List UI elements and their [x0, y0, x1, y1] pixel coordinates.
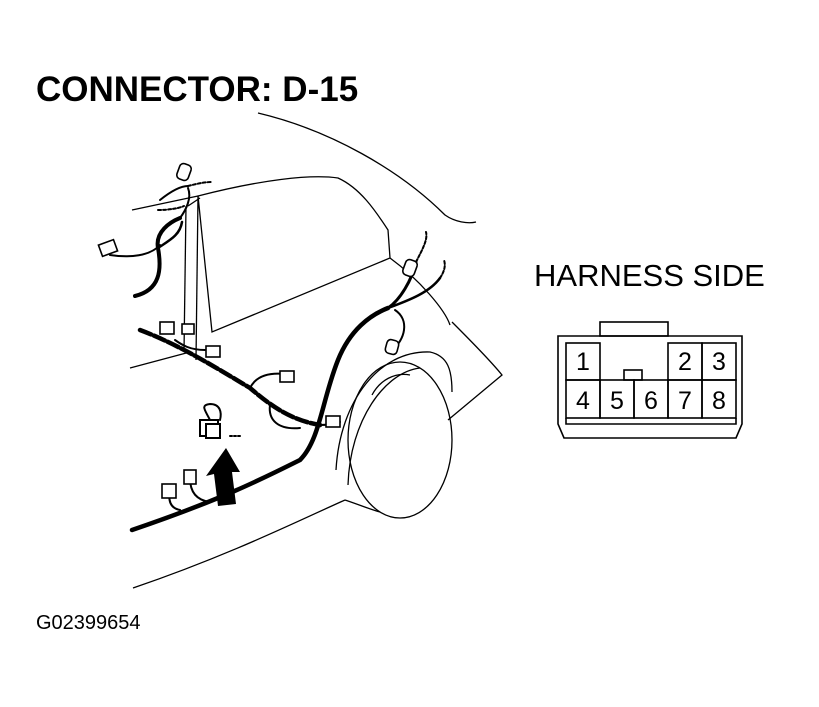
- wire-harness: [109, 181, 446, 533]
- pin-3: 3: [712, 348, 726, 376]
- pin-8: 8: [712, 387, 726, 415]
- connector-pins: 1 2 3 4 5 6 7 8: [576, 348, 726, 415]
- pin-7: 7: [678, 387, 692, 415]
- target-connector: [199, 419, 221, 439]
- connector-face: [557, 321, 743, 439]
- harness-connectors: [97, 162, 419, 499]
- pin-4: 4: [576, 387, 590, 415]
- pin-6: 6: [644, 387, 658, 415]
- harness-side-label: HARNESS SIDE: [534, 258, 765, 293]
- pin-2: 2: [678, 348, 692, 376]
- pin-1: 1: [576, 348, 590, 376]
- locator-arrow-icon: [206, 448, 240, 506]
- pin-5: 5: [610, 387, 624, 415]
- figure-id: G02399654: [36, 612, 141, 634]
- page-title: CONNECTOR: D-15: [36, 70, 359, 109]
